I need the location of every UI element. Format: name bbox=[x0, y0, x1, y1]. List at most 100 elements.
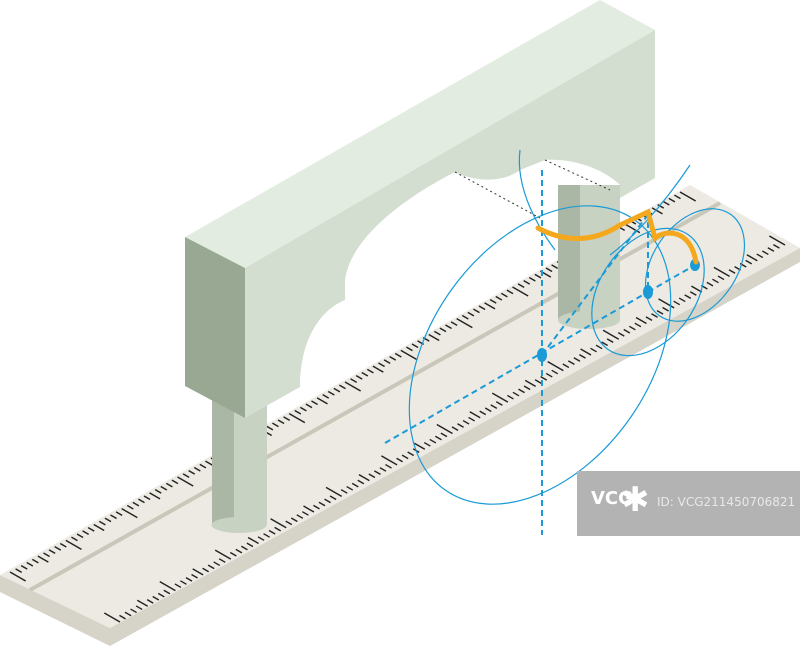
ruler-tick bbox=[461, 314, 469, 320]
ruler-tick bbox=[351, 482, 359, 488]
ruler-tick bbox=[500, 292, 508, 298]
ruler-tick bbox=[385, 463, 392, 469]
ruler-tick bbox=[126, 504, 134, 510]
ruler-tick bbox=[192, 568, 204, 576]
ruler-tick bbox=[456, 318, 473, 329]
ruler-tick bbox=[728, 269, 736, 274]
ruler-tick bbox=[257, 536, 265, 541]
ruler-tick bbox=[311, 400, 318, 406]
ruler-ticks-bottom bbox=[103, 235, 786, 623]
ruler-tick bbox=[214, 549, 232, 560]
ruler-tick bbox=[9, 571, 27, 582]
ruler-tick bbox=[512, 391, 520, 397]
ruler-tick bbox=[606, 338, 614, 343]
ruler bbox=[0, 185, 800, 646]
ruler-tick bbox=[450, 321, 458, 326]
ruler-tick bbox=[160, 485, 168, 491]
ruler-tick bbox=[484, 407, 492, 413]
ruler-tick bbox=[277, 419, 285, 425]
ruler-tick bbox=[132, 501, 140, 507]
ruler-tick bbox=[329, 495, 337, 501]
ruler-tick bbox=[678, 297, 686, 303]
ruler-tick bbox=[495, 401, 503, 406]
ruler-tick bbox=[272, 422, 279, 428]
watermark-star-icon: ✱ bbox=[621, 480, 650, 520]
ruler-tick bbox=[174, 583, 182, 589]
ruler-top-face bbox=[0, 185, 800, 628]
ruler-tick bbox=[247, 536, 259, 545]
watermark-id: ID: VCG211450706821 bbox=[657, 495, 796, 509]
ruler-tick bbox=[428, 333, 440, 342]
ruler-tick bbox=[229, 551, 237, 557]
ruler-tick bbox=[473, 308, 480, 314]
ruler-tick bbox=[154, 489, 162, 494]
ruler-tick bbox=[322, 394, 330, 399]
ruler-tick bbox=[241, 545, 248, 551]
ruler-tick bbox=[157, 592, 165, 598]
ruler-tick bbox=[263, 533, 270, 538]
right-pin bbox=[558, 185, 620, 329]
ruler-tick bbox=[104, 517, 112, 523]
ruler-tick bbox=[491, 392, 509, 403]
ruler-tick bbox=[429, 438, 437, 444]
ruler-tick bbox=[545, 372, 553, 378]
ruler-tick bbox=[59, 542, 67, 548]
ruler-tick bbox=[121, 508, 138, 519]
ruler-tick bbox=[761, 250, 769, 256]
ruler-tick bbox=[379, 467, 387, 472]
ruler-tick bbox=[439, 327, 447, 333]
ruler-tick bbox=[433, 330, 441, 336]
ruler-tick bbox=[146, 599, 154, 604]
ruler-tick bbox=[313, 504, 320, 510]
ruler-tick bbox=[191, 573, 198, 579]
ruler-tick bbox=[528, 276, 536, 282]
ruler-tick bbox=[93, 523, 105, 532]
ruler-tick bbox=[389, 356, 397, 361]
ruler-tick bbox=[246, 542, 254, 548]
ruler-tick bbox=[235, 548, 243, 554]
ruler-tick bbox=[712, 278, 719, 284]
ruler-tick bbox=[440, 432, 448, 438]
orange-curve bbox=[535, 208, 699, 265]
ruler-tick bbox=[518, 388, 525, 394]
ruler-tick bbox=[401, 454, 409, 460]
ruler-tick bbox=[136, 599, 149, 607]
ruler-tick bbox=[346, 485, 354, 491]
ruler-tick bbox=[601, 341, 609, 347]
ruler-tick bbox=[573, 357, 581, 362]
ruler-tick bbox=[673, 300, 681, 306]
ruler-tick bbox=[339, 384, 346, 390]
watermark: VCG ✱ ID: VCG211450706821 bbox=[577, 471, 800, 536]
ruler-tick bbox=[305, 403, 313, 409]
ruler-tick bbox=[467, 311, 475, 317]
ruler-tick bbox=[489, 299, 497, 304]
ruler-tick bbox=[579, 353, 586, 359]
ruler-tick bbox=[462, 419, 470, 425]
ruler-tick bbox=[361, 371, 369, 377]
ruler-tick bbox=[540, 375, 548, 381]
bridge-block bbox=[185, 0, 655, 418]
ruler-tick bbox=[767, 247, 775, 252]
ruler-tick bbox=[318, 501, 326, 507]
ruler-tick bbox=[490, 404, 498, 409]
ruler-tick bbox=[534, 273, 542, 279]
ruler-tick bbox=[65, 539, 82, 550]
ruler-tick bbox=[177, 476, 194, 487]
ruler-tick bbox=[713, 266, 730, 278]
ruler-tick bbox=[344, 381, 362, 392]
ruler-tick bbox=[617, 332, 625, 337]
ruler-tick bbox=[545, 267, 553, 273]
ruler-tick bbox=[551, 264, 559, 269]
ruler-tick bbox=[340, 489, 348, 494]
ruler-tick bbox=[165, 482, 173, 488]
ruler-tick bbox=[469, 411, 481, 419]
ruler-tick bbox=[98, 520, 106, 526]
ruler-tick bbox=[350, 378, 358, 383]
ruler-tick bbox=[368, 473, 376, 479]
ruler-tick bbox=[656, 310, 664, 315]
ruler-tick bbox=[407, 451, 415, 457]
ruler-tick bbox=[325, 486, 343, 497]
ruler-tick bbox=[130, 608, 137, 614]
ruler-tick bbox=[512, 286, 529, 297]
